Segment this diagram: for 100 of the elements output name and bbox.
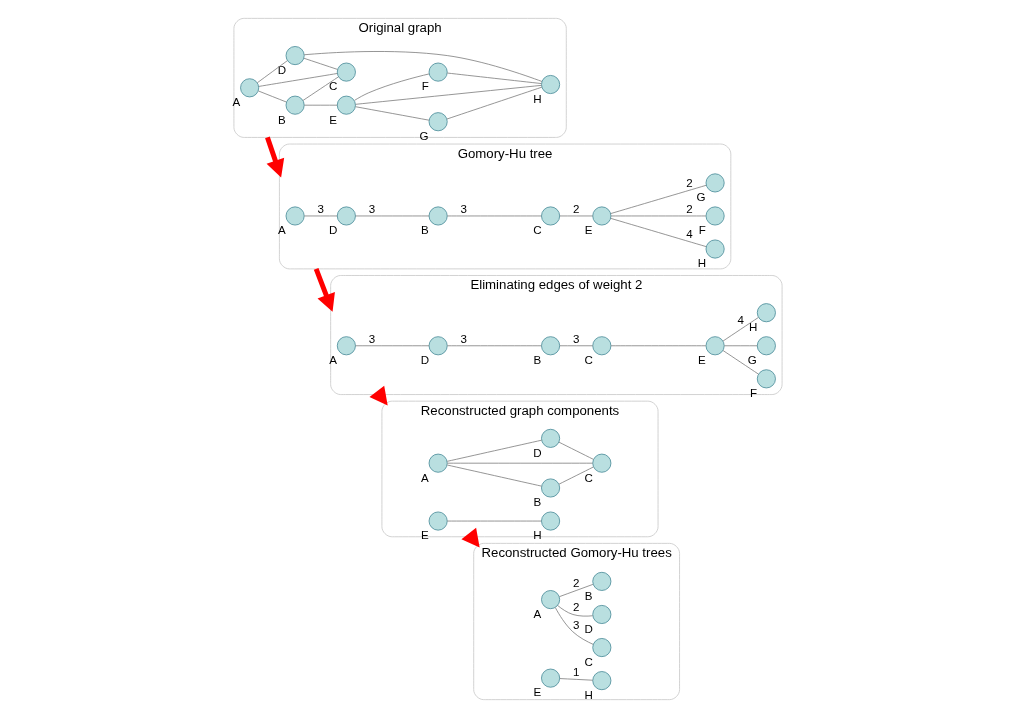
node-circle (756, 336, 776, 356)
edge-label: 3 (368, 202, 375, 215)
connector (558, 678, 593, 681)
edge-label: 4 (685, 228, 693, 241)
node-circle (428, 453, 448, 473)
node-circle (285, 46, 305, 66)
node-label: A (328, 354, 337, 367)
node-label: C (583, 655, 593, 668)
node-circle (540, 478, 560, 498)
node-circle (540, 206, 560, 226)
node-circle (239, 78, 259, 98)
node-circle (705, 239, 725, 259)
node-label: B (420, 224, 429, 237)
node-circle (336, 206, 356, 226)
connector (610, 345, 706, 347)
node-circle (336, 62, 356, 82)
node-label: E (328, 113, 337, 126)
connector (446, 72, 542, 84)
connector (303, 104, 338, 106)
connector (446, 462, 593, 464)
connector (353, 73, 429, 101)
node-circle (336, 95, 356, 115)
edge-label: 3 (460, 202, 467, 215)
edge-label: 2 (572, 202, 579, 215)
node-circle (705, 206, 725, 226)
connector (723, 345, 758, 347)
node-label: D (328, 224, 337, 237)
node-circle (756, 369, 776, 389)
connector (303, 51, 542, 82)
node-circle (428, 112, 448, 132)
node-circle (591, 571, 611, 591)
node-circle (705, 336, 725, 356)
node-label: C (328, 80, 337, 93)
node-circle (428, 511, 448, 531)
connector (446, 464, 542, 487)
node-label: F (421, 80, 429, 93)
node-label: D (420, 354, 429, 367)
node-label: C (583, 471, 593, 484)
node-circle (540, 428, 560, 448)
node-label: E (584, 224, 592, 237)
node-label: E (532, 686, 541, 699)
connector (446, 86, 542, 120)
node-circle (591, 206, 611, 226)
connector (558, 583, 593, 598)
arrow (264, 136, 284, 178)
node-label: H (583, 688, 593, 701)
edge-label: 3 (572, 332, 579, 345)
node-label: H (532, 92, 542, 105)
connector (354, 345, 429, 347)
node-label: C (583, 354, 593, 367)
connector (257, 90, 287, 103)
node-circle (591, 604, 611, 624)
connector (446, 345, 542, 347)
connector (446, 215, 542, 217)
node-circle (591, 453, 611, 473)
node-label: H (697, 257, 706, 270)
connector (610, 215, 706, 217)
connector (256, 60, 288, 84)
connector (609, 217, 706, 247)
node-label: A (277, 224, 286, 237)
node-circle (540, 590, 560, 610)
connector (722, 317, 759, 342)
node-circle (540, 511, 560, 531)
connector (558, 466, 594, 485)
connector (446, 520, 542, 522)
node-circle (540, 336, 560, 356)
node-circle (336, 336, 356, 356)
node-circle (756, 303, 776, 323)
node-label: A (232, 96, 240, 109)
node-label: D (532, 446, 542, 459)
node-circle (285, 95, 305, 115)
connector (446, 439, 542, 462)
edge-label: 2 (572, 576, 579, 589)
node-circle (285, 206, 305, 226)
node-label: B (277, 113, 286, 126)
node-circle (428, 336, 448, 356)
edge-label: 1 (572, 665, 579, 678)
node-label: F (749, 387, 757, 400)
connector (558, 441, 594, 460)
node-label: H (748, 321, 757, 334)
connector (558, 215, 593, 217)
node-label: D (583, 622, 593, 635)
node-label: E (697, 354, 706, 367)
node-label: B (532, 496, 541, 509)
node-label: B (532, 354, 541, 367)
node-circle (428, 62, 448, 82)
connector (303, 57, 338, 70)
node-circle (591, 671, 611, 691)
node-circle (428, 206, 448, 226)
connector (722, 350, 759, 375)
node-label: C (532, 224, 542, 237)
node-label: A (532, 607, 541, 620)
node-label: D (277, 63, 286, 76)
connector (609, 184, 706, 214)
edge-label: 4 (737, 314, 744, 327)
edge-label: 2 (685, 202, 693, 215)
node-label: F (698, 224, 706, 237)
connector (354, 215, 429, 217)
arrow (313, 268, 335, 312)
connector (302, 76, 339, 101)
